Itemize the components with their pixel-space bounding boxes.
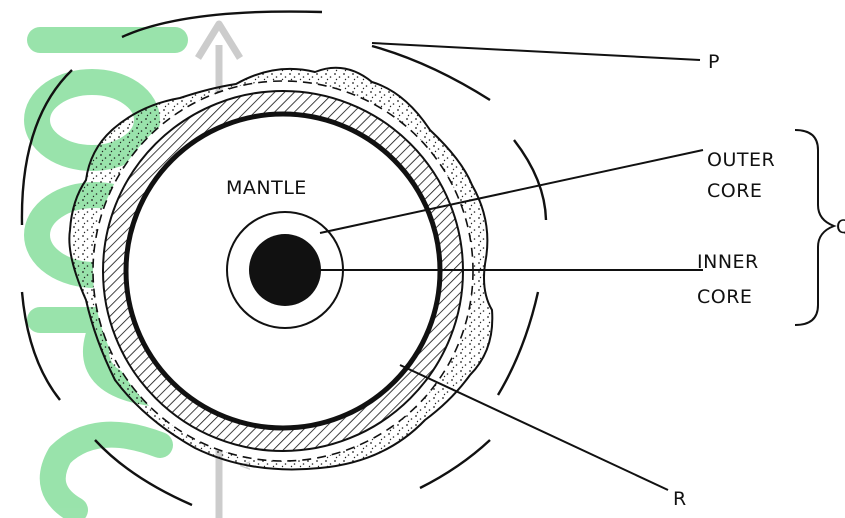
watermark-stroke-5 [53,435,160,510]
label-q: Q [836,216,845,238]
core-brace [795,130,834,325]
label-inner-core-line2: CORE [697,286,752,308]
leader-line-r [400,365,668,490]
label-mantle: MANTLE [226,177,307,199]
label-outer-core-line2: CORE [707,180,762,202]
leader-line-p [372,43,700,60]
atmosphere-arc-right [514,140,546,220]
label-outer-core-line1: OUTER [707,149,775,171]
label-p: P [708,51,720,73]
atmosphere-arc-right-low [498,292,538,395]
atmosphere-arc-bottom-right [420,440,490,488]
label-r: R [673,488,687,510]
label-inner-core-line1: INNER [697,251,759,273]
